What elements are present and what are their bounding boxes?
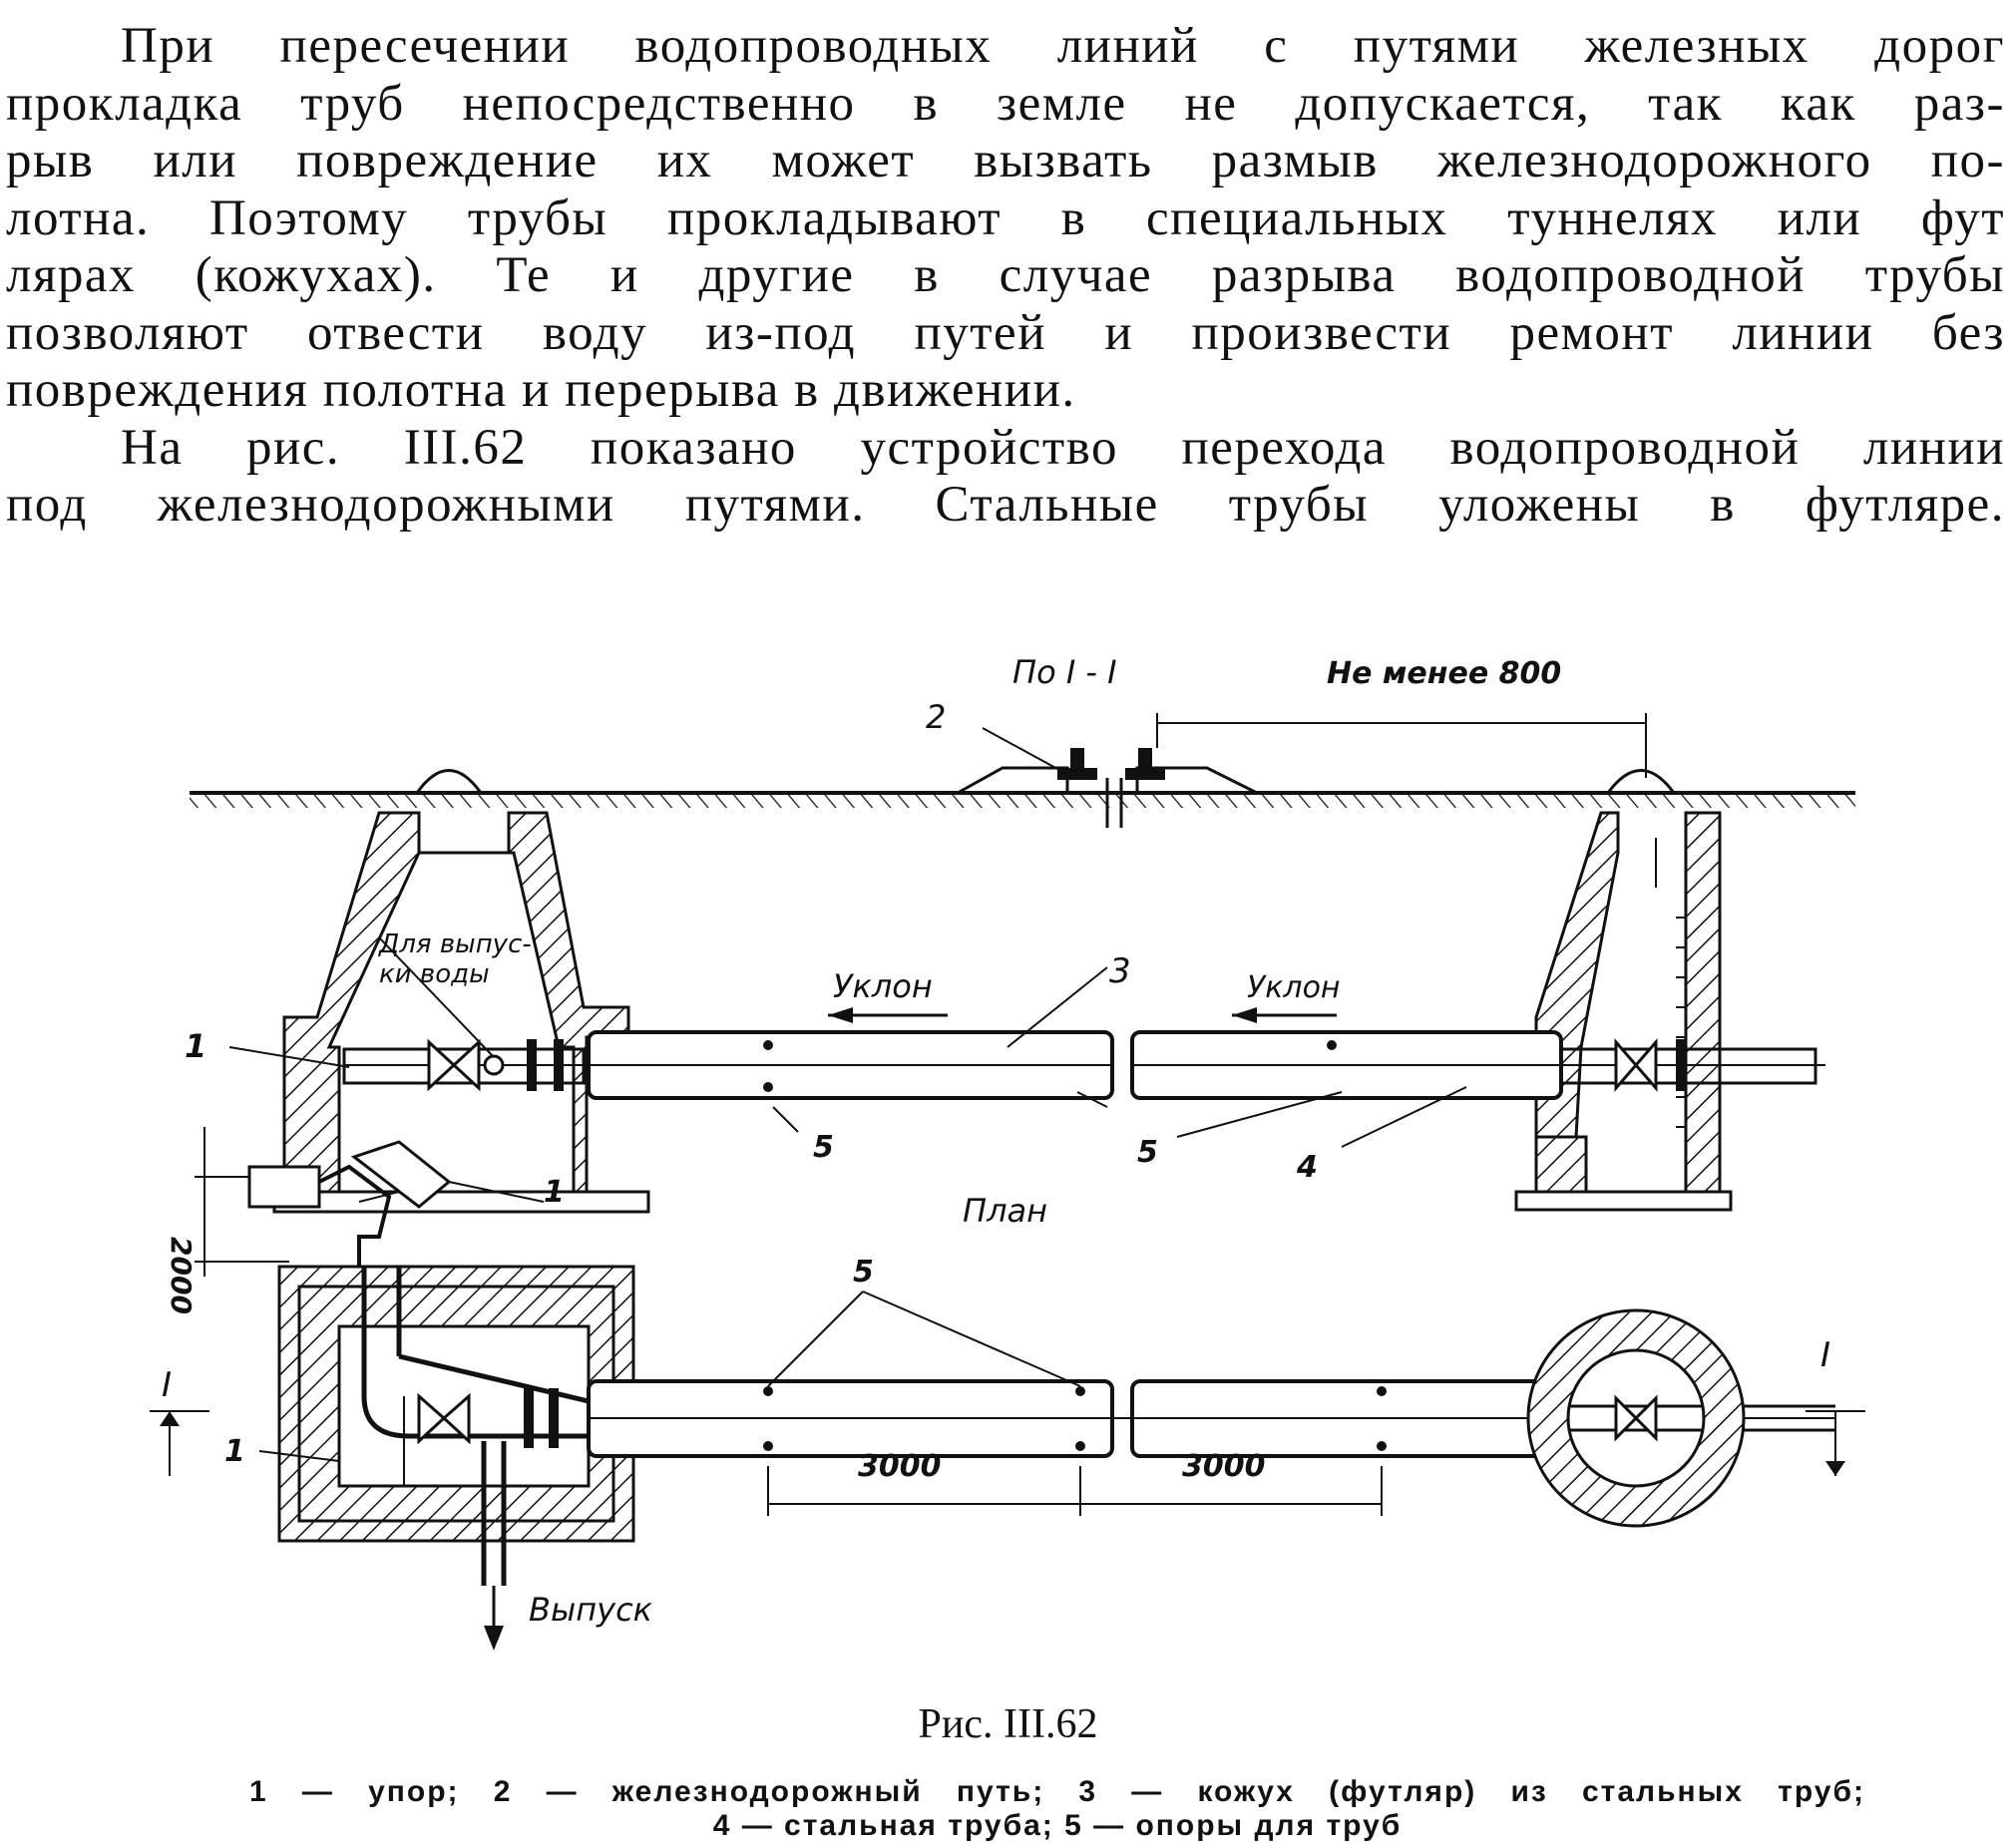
callout-1-mid: 1 <box>544 1175 565 1210</box>
section-mark-left: I <box>162 1365 172 1405</box>
section-arrow-right <box>1825 1461 1845 1476</box>
callout-4: 4 <box>1296 1150 1318 1185</box>
text-line: под железнодорожными путями. Стальные тр… <box>6 477 2005 533</box>
plan-dimensions <box>150 1291 1865 1516</box>
text-line: рыв или повреждение их может вызвать раз… <box>6 133 2005 188</box>
callout-2: 2 <box>926 698 946 736</box>
section-arrow-left <box>160 1411 180 1426</box>
dimension-min-label: Не менее 800 <box>1327 656 1561 691</box>
callout-3: 3 <box>1109 951 1131 991</box>
text-line: позволяют отвести воду из-под путей и пр… <box>6 304 2005 361</box>
engineering-drawing: По I - I Не менее 800 2 Для выпус- ки во… <box>150 653 1865 1651</box>
section-label: По I - I <box>1012 653 1117 691</box>
text-line: повреждения полотна и перерыва в движени… <box>6 362 1076 418</box>
callout-1-plan: 1 <box>224 1434 245 1469</box>
callout-1-top: 1 <box>185 1027 206 1065</box>
plan-label: План <box>963 1192 1047 1230</box>
drain-label-line2: ки воды <box>379 959 490 989</box>
legend-line-1: 1 — упор; 2 — железнодорожный путь; 3 — … <box>249 1775 1865 1808</box>
section-mark-right: I <box>1820 1335 1830 1375</box>
ground-surface <box>190 769 1855 808</box>
text-line: прокладка труб непосредственно в земле н… <box>6 75 2005 132</box>
slope-arrows <box>828 1007 1337 1023</box>
dimension-3000-a: 3000 <box>858 1449 942 1484</box>
left-chamber-section <box>272 811 650 1214</box>
text-line: На рис. III.62 показано устройство перех… <box>121 419 2005 476</box>
railway-track <box>957 748 1258 828</box>
text-line: лотна. Поэтому трубы прокладывают в спец… <box>6 189 2005 246</box>
section-pipe <box>342 936 1825 1100</box>
body-text: При пересечении водопроводных линий с пу… <box>6 18 2005 535</box>
text-line: лярах (кожухах). Те и другие в случае ра… <box>6 247 2005 303</box>
figure-legend: 1 — упор; 2 — железнодорожный путь; 3 — … <box>249 1775 1865 1843</box>
drain-label-line1: Для выпус- <box>378 929 532 959</box>
callout-5-section-a: 5 <box>813 1130 834 1165</box>
callout-5-plan: 5 <box>853 1255 874 1290</box>
legend-line-2: 4 — стальная труба; 5 — опоры для труб <box>712 1809 1403 1842</box>
dimension-2000: 2000 <box>165 1237 198 1314</box>
slope-label-right: Уклон <box>1247 970 1341 1005</box>
outlet-label: Выпуск <box>529 1591 653 1629</box>
callout-5-section-b: 5 <box>1137 1135 1158 1170</box>
dimension-top <box>1156 713 1647 778</box>
dimension-3000-b: 3000 <box>1182 1449 1266 1484</box>
slope-label-left: Уклон <box>833 967 933 1005</box>
plan-pipe <box>587 1379 1835 1458</box>
plan-upper-pipe <box>195 1127 545 1316</box>
figure-caption-title: Рис. III.62 <box>918 1701 1098 1747</box>
text-line: При пересечении водопроводных линий с пу… <box>121 18 2005 74</box>
plan-right-chamber <box>1526 1308 1746 1528</box>
right-chamber-section <box>1514 811 1733 1212</box>
